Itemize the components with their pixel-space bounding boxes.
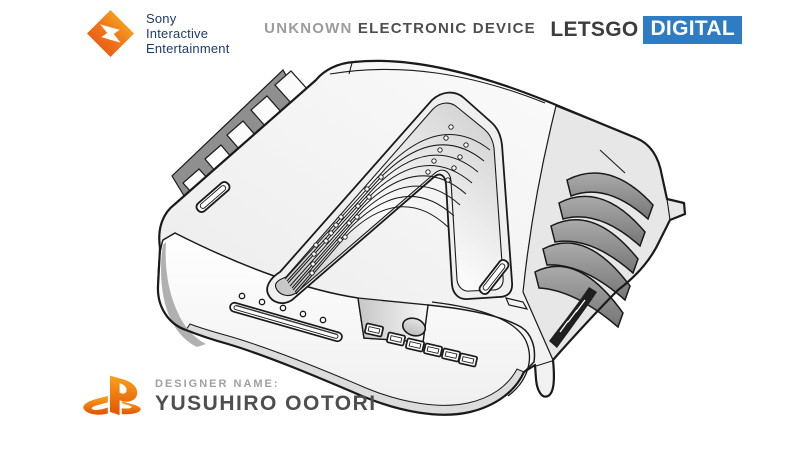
sony-line-2: Interactive <box>146 26 209 41</box>
indicator-dots <box>238 292 327 324</box>
device-outline <box>156 59 687 416</box>
disc-slot <box>229 301 343 343</box>
surface-creases <box>329 62 671 367</box>
sie-diamond-icon <box>87 10 134 57</box>
vent-slats <box>284 133 491 295</box>
letsgo-digital-logo: LETSGO DIGITAL <box>550 16 742 44</box>
sony-logo: Sony Interactive Entertainment <box>86 9 230 58</box>
sony-line-1: Sony <box>146 11 177 26</box>
expansion-slot-right <box>478 259 510 295</box>
letsgo-wordmark: LETSGO <box>550 18 639 41</box>
playstation-logo-icon <box>83 375 141 416</box>
digital-badge: DIGITAL <box>643 16 742 44</box>
designer-credit: DESIGNER NAME: YUSUHIRO OOTORI <box>78 371 377 423</box>
title-muted: UNKNOWN <box>264 20 353 37</box>
title-strong: ELECTRONIC DEVICE <box>357 20 536 37</box>
vent-holes <box>309 124 469 276</box>
v-recess <box>266 91 513 305</box>
sony-wordmark: Sony Interactive Entertainment <box>146 11 230 56</box>
side-vents <box>534 172 654 329</box>
usb-ports <box>364 322 478 368</box>
front-right-rim <box>431 301 530 397</box>
designer-text: DESIGNER NAME: YUSUHIRO OOTORI <box>155 378 377 416</box>
expansion-slot-left <box>195 181 231 213</box>
power-button <box>401 317 427 337</box>
eject-chevron <box>504 297 529 310</box>
page-title: UNKNOWN ELECTRONIC DEVICE <box>0 20 800 37</box>
hatch-shading <box>549 287 597 348</box>
sony-line-3: Entertainment <box>146 41 230 56</box>
v-recess-floor <box>274 102 504 297</box>
designer-label: DESIGNER NAME: <box>155 378 280 390</box>
designer-name: YUSUHIRO OOTORI <box>155 392 377 415</box>
